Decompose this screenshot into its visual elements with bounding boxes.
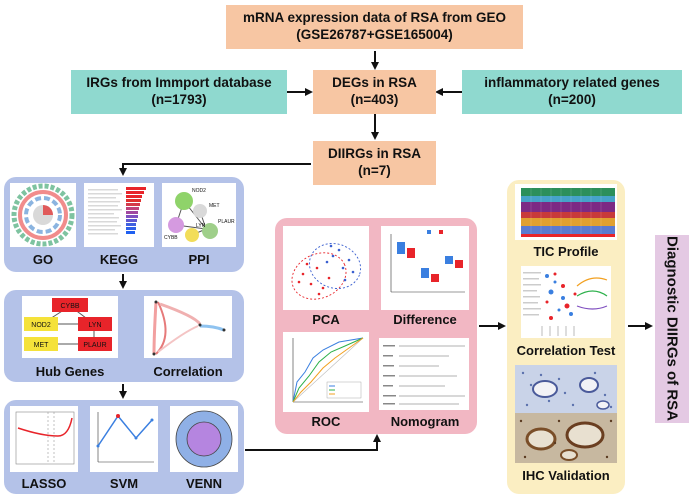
- label-go: GO: [32, 252, 54, 267]
- diirgs-line1: DIIRGs in RSA: [327, 146, 421, 162]
- label-ihc-validation: IHC Validation: [522, 468, 610, 483]
- arrow-diirgs-to-panel1: [119, 163, 311, 176]
- panel-immune: TIC Profile: [507, 180, 625, 494]
- ihc-thumbnail-bottom: [515, 413, 617, 463]
- svm-thumbnail: [90, 406, 158, 472]
- hub-gene-nod2: NOD2: [31, 322, 51, 329]
- label-venn: VENN: [185, 476, 223, 491]
- irgs-line2: (n=1793): [151, 92, 207, 107]
- ppi-node-lyn: LYN: [196, 223, 206, 229]
- arrow-panel3-to-pink: [245, 434, 381, 451]
- hub-gene-lyn: LYN: [88, 322, 101, 329]
- label-hub-genes: Hub Genes: [35, 364, 105, 379]
- correlation-test-thumbnail: [521, 266, 611, 338]
- venn-thumbnail: [170, 406, 238, 472]
- geo-data-box: mRNA expression data of RSA from GEO (GS…: [226, 5, 523, 49]
- tic-thumbnail: [515, 184, 617, 240]
- roc-plot: [292, 337, 364, 403]
- label-kegg: KEGG: [99, 252, 139, 267]
- label-correlation: Correlation: [153, 364, 223, 379]
- svm-plot: [96, 412, 154, 463]
- correlation-test-plot: [523, 272, 608, 336]
- panel-enrichment: NOD2 MET CYBB LYN PLAUR GO KEGG PPI: [4, 177, 244, 272]
- final-result-box: Diagnostic DIIRGs of RSA: [655, 235, 689, 423]
- ihc-image-normal: [515, 365, 617, 413]
- kegg-thumbnail: [84, 183, 154, 247]
- difference-thumbnail: [381, 226, 469, 310]
- ppi-network: NOD2 MET CYBB LYN PLAUR: [164, 188, 235, 242]
- panel-validation: PCA Difference: [275, 218, 477, 434]
- geo-data-line2: (GSE26787+GSE165004): [296, 27, 453, 42]
- nomogram-thumbnail: [379, 338, 469, 410]
- panel-ml: LASSO SVM VENN: [4, 400, 244, 494]
- tic-profile-plot: [521, 188, 615, 237]
- label-difference: Difference: [393, 312, 457, 327]
- label-pca: PCA: [312, 312, 340, 327]
- ppi-node-met: MET: [209, 203, 220, 209]
- label-nomogram: Nomogram: [390, 414, 460, 429]
- ihc-image-rsa: [515, 413, 617, 463]
- irgs-line1: IRGs from Immport database: [86, 75, 272, 91]
- ppi-node-nod2: NOD2: [192, 188, 206, 194]
- final-result-text: Diagnostic DIIRGs of RSA: [663, 236, 681, 422]
- go-circle-plot: [11, 183, 75, 247]
- inflam-line2: (n=200): [548, 92, 596, 107]
- label-roc: ROC: [311, 414, 341, 429]
- panel-hub-genes: CYBB NOD2 LYN MET PLAUR Hub Genes Correl…: [4, 290, 244, 382]
- correlation-chord: [152, 300, 226, 356]
- correlation-thumbnail: [144, 296, 232, 358]
- hub-genes-network: CYBB NOD2 LYN MET PLAUR: [24, 298, 112, 351]
- inflam-box: inflammatory related genes (n=200): [462, 70, 682, 114]
- go-thumbnail: [10, 183, 76, 247]
- geo-data-line1: mRNA expression data of RSA from GEO: [242, 10, 507, 26]
- irgs-box: IRGs from Immport database (n=1793): [71, 70, 287, 114]
- difference-boxplot: [390, 230, 465, 293]
- venn-diagram: [175, 410, 233, 468]
- pca-plot: [291, 243, 362, 300]
- ppi-thumbnail: NOD2 MET CYBB LYN PLAUR: [162, 183, 236, 247]
- diirgs-line2: (n=7): [358, 163, 391, 178]
- hub-genes-thumbnail: CYBB NOD2 LYN MET PLAUR: [22, 296, 118, 358]
- pca-thumbnail: [283, 226, 369, 310]
- degs-line1: DEGs in RSA: [332, 75, 417, 91]
- diirgs-box: DIIRGs in RSA (n=7): [313, 141, 436, 185]
- lasso-plot: [15, 411, 75, 465]
- label-correlation-test: Correlation Test: [516, 343, 616, 358]
- ppi-node-cybb: CYBB: [164, 235, 178, 241]
- roc-thumbnail: [283, 332, 369, 412]
- degs-box: DEGs in RSA (n=403): [313, 70, 436, 114]
- kegg-bar-plot: [88, 187, 146, 235]
- label-svm: SVM: [109, 476, 139, 491]
- nomogram-plot: [383, 345, 465, 405]
- degs-line2: (n=403): [350, 92, 399, 107]
- label-ppi: PPI: [188, 252, 210, 267]
- lasso-thumbnail: [10, 406, 78, 472]
- label-tic-profile: TIC Profile: [533, 244, 599, 259]
- ppi-node-plaur: PLAUR: [218, 219, 235, 225]
- ihc-thumbnail-top: [515, 365, 617, 413]
- label-lasso: LASSO: [21, 476, 67, 491]
- hub-gene-plaur: PLAUR: [83, 342, 106, 349]
- inflam-line1: inflammatory related genes: [484, 75, 660, 91]
- hub-gene-cybb: CYBB: [60, 303, 79, 310]
- hub-gene-met: MET: [34, 342, 50, 349]
